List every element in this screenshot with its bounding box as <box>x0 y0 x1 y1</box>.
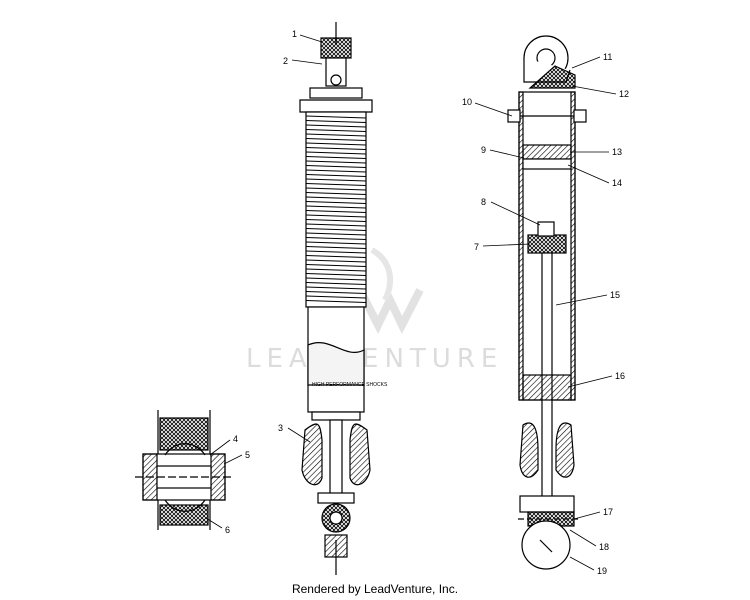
spring-coil <box>305 250 367 254</box>
callouts: 1 2 3 4 5 6 7 8 9 10 11 12 13 14 15 16 1… <box>225 29 629 576</box>
spring-coil <box>305 282 367 285</box>
callout-9: 9 <box>481 145 486 155</box>
spring-coil <box>305 129 367 132</box>
callout-13: 13 <box>612 147 622 157</box>
shock-assembly-exterior: HIGH PERFORMANCE SHOCKS <box>299 22 388 575</box>
bushing-detail <box>135 410 233 530</box>
callout-4: 4 <box>233 434 238 444</box>
spring-coil <box>305 264 367 267</box>
spring-coil <box>305 277 367 281</box>
spring-coil <box>305 237 367 240</box>
shock-decal-text: HIGH PERFORMANCE SHOCKS <box>312 382 388 388</box>
spring-coil <box>305 124 367 128</box>
callout-2: 2 <box>283 56 288 66</box>
spring-coil <box>305 187 367 191</box>
spring-coil <box>305 205 367 209</box>
spring-coil <box>305 160 367 164</box>
callout-18: 18 <box>599 542 609 552</box>
render-credit: Rendered by LeadVenture, Inc. <box>291 582 459 596</box>
callout-16: 16 <box>615 371 625 381</box>
spring-coil <box>305 255 367 258</box>
callout-14: 14 <box>612 178 622 188</box>
callout-3: 3 <box>278 423 283 433</box>
callout-7: 7 <box>474 242 479 252</box>
spring-coil <box>305 178 367 182</box>
spring-coil <box>305 291 367 294</box>
callout-15: 15 <box>610 290 620 300</box>
spring-coil <box>305 241 367 245</box>
spring-coil <box>305 147 367 150</box>
spring-coil <box>305 115 367 119</box>
watermark: LEADVENTURE <box>246 247 503 374</box>
callout-17: 17 <box>603 507 613 517</box>
spring-coil <box>305 133 367 137</box>
spring-coil <box>305 273 367 276</box>
spring-coil <box>305 286 367 290</box>
callout-8: 8 <box>481 197 486 207</box>
spring-coil <box>305 196 367 200</box>
spring-coil <box>305 174 367 177</box>
callout-5: 5 <box>245 450 250 460</box>
spring-coil <box>305 165 367 168</box>
shock-assembly-cutaway <box>507 35 587 570</box>
spring-coil <box>305 210 367 213</box>
spring-coil <box>305 300 367 303</box>
spring-coil <box>305 138 367 141</box>
spring-coil <box>305 259 367 263</box>
spring-coil <box>305 142 367 146</box>
spring-coil <box>305 219 367 222</box>
leader-lines <box>205 34 617 571</box>
callout-10: 10 <box>462 97 472 107</box>
spring-coil <box>305 223 367 227</box>
callout-19: 19 <box>597 566 607 576</box>
spring-coil <box>305 246 367 249</box>
spring-coil <box>305 268 367 272</box>
spring-coil <box>305 120 367 123</box>
spring-coil <box>305 201 367 204</box>
spring-coil <box>305 192 367 195</box>
watermark-text: LEADVENTURE <box>246 344 503 374</box>
callout-11: 11 <box>603 52 612 62</box>
spring-coil <box>305 228 367 231</box>
callout-1: 1 <box>292 29 297 39</box>
callout-12: 12 <box>619 89 629 99</box>
spring-coil <box>305 156 367 159</box>
spring-coil <box>305 232 367 236</box>
spring-coil <box>305 183 367 186</box>
spring-coil <box>305 214 367 218</box>
spring-coil <box>305 151 367 155</box>
spring-coil <box>305 295 367 299</box>
spring-coil <box>305 169 367 173</box>
callout-6: 6 <box>225 525 230 535</box>
